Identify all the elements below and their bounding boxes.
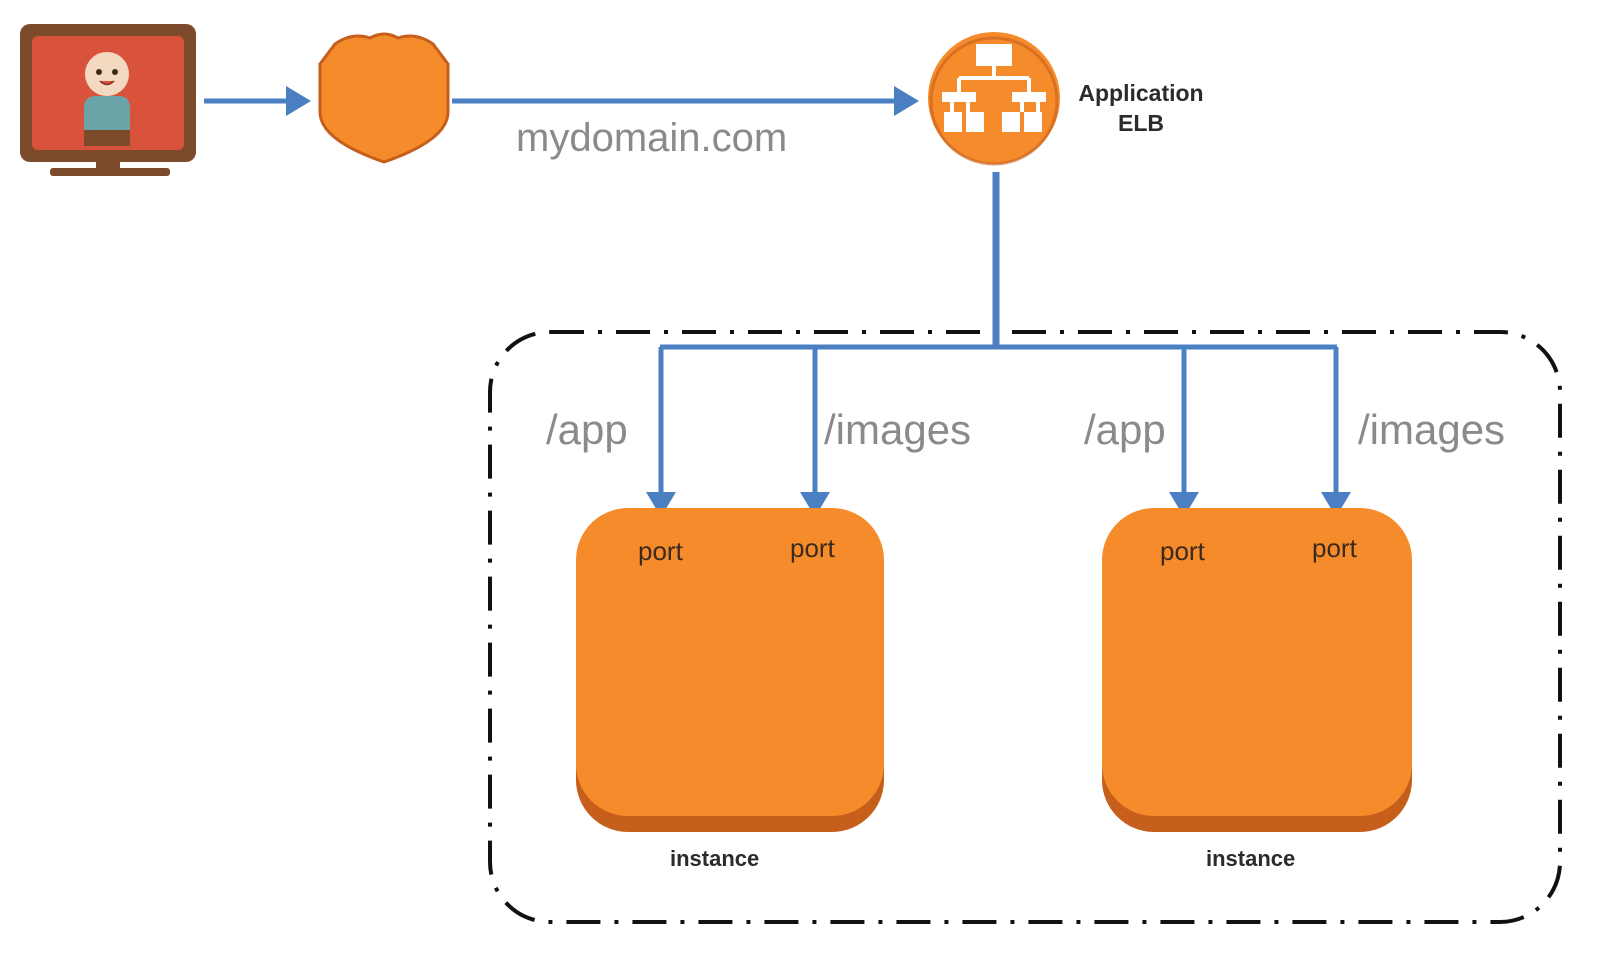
domain-label: mydomain.com xyxy=(516,116,788,160)
port-label-2: port xyxy=(790,533,835,563)
instance-group-boundary xyxy=(488,330,1562,924)
route-label-images-2: /images xyxy=(1358,406,1506,453)
port-label-4: port xyxy=(1312,533,1357,563)
elb-label-line2: ELB xyxy=(1118,110,1164,136)
port-label-3: port xyxy=(1160,536,1205,566)
instance-label-1: instance xyxy=(670,846,760,871)
route-label-images-1: /images xyxy=(824,406,972,453)
instance-box-2 xyxy=(1102,508,1412,832)
instance-label-2: instance xyxy=(1206,846,1296,871)
user-monitor-icon xyxy=(20,24,196,176)
elb-label: Application ELB xyxy=(1070,78,1212,138)
instance-box-1 xyxy=(576,508,884,832)
port-label-1: port xyxy=(638,536,683,566)
load-balancer-icon xyxy=(928,32,1060,166)
dns-shield-icon xyxy=(318,32,450,164)
elb-label-line1: Application xyxy=(1078,80,1204,106)
route-label-app-2: /app xyxy=(1084,406,1166,453)
route-label-app-1: /app xyxy=(546,406,628,453)
